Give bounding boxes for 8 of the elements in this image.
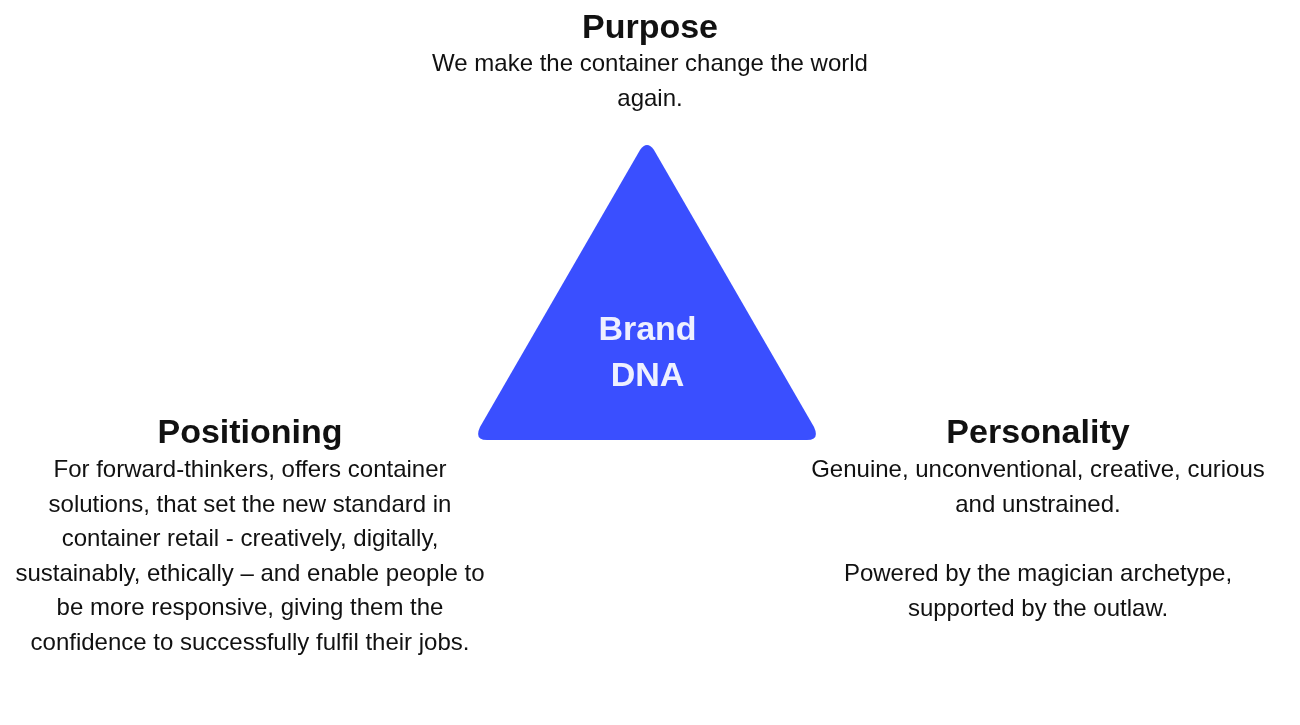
description-text: We make the container change the world again. (431, 48, 869, 113)
heading: Purpose (580, 6, 719, 46)
heading: Personality (945, 411, 1131, 451)
triangle-label: Brand DNA (597, 308, 698, 395)
description-text: For forward-thinkers, offers container solutions, that set the new standard in container retail - creatively, digitally, sustainably, ethically – and enable people to be more responsive, giving them the confidence to successfully fulfil their jobs. (14, 454, 486, 657)
heading: Positioning (156, 411, 344, 451)
description-text: Powered by the magician archetype, supported by the outlaw. (842, 558, 1234, 623)
description-text: Genuine, unconventional, creative, curious and unstrained. (810, 454, 1266, 519)
